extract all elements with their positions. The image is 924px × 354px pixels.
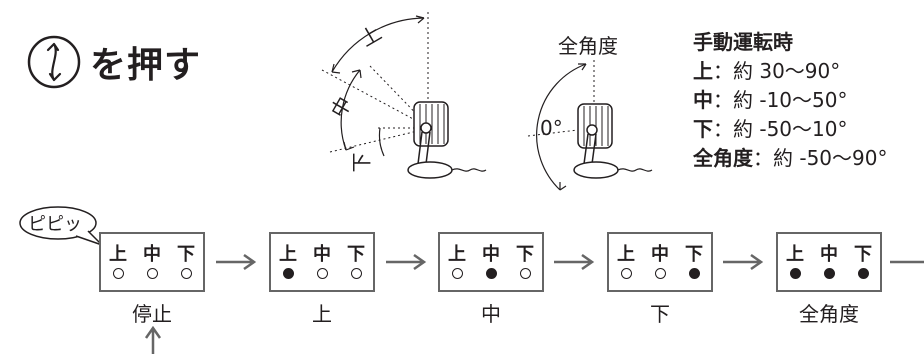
indicator-dot-down xyxy=(180,268,192,279)
right-arrow-icon xyxy=(386,253,427,271)
indicator-dot-down xyxy=(519,268,531,279)
indicator-dot-mid xyxy=(485,268,497,279)
right-arrow-icon xyxy=(216,253,257,271)
caption-full-angle: 全角度 xyxy=(799,302,859,326)
specs-heading: 手動運転時 xyxy=(693,30,793,54)
fan-full-angle-figure xyxy=(527,60,653,191)
indicator-dot-up xyxy=(451,268,463,279)
fan-angle-illustration xyxy=(321,12,653,191)
right-arrow-icon xyxy=(554,253,595,271)
indicator-label-up: 上 xyxy=(279,244,297,265)
speech-bubble-shape xyxy=(19,206,103,246)
right-arrow-continue-line xyxy=(890,260,924,264)
indicator-dot-mid xyxy=(823,268,835,279)
indicator-dot-mid xyxy=(316,268,328,279)
caption-stop: 停止 xyxy=(132,302,172,326)
mode-state-stop: 上 中 下 xyxy=(99,232,205,292)
indicator-label-down: 下 xyxy=(516,244,534,265)
tilt-label-down: 下 xyxy=(349,152,374,173)
indicator-dot-down xyxy=(350,268,362,279)
indicator-label-mid: 中 xyxy=(651,244,669,265)
bubble-text: ピピッ xyxy=(28,214,82,235)
fan-tilt-ranges-figure xyxy=(321,12,487,179)
indicator-labels: 上 中 下 xyxy=(440,240,542,266)
indicator-dots xyxy=(101,268,203,279)
indicator-label-down: 下 xyxy=(854,244,872,265)
mode-state-down: 上 中 下 xyxy=(607,232,713,292)
indicator-label-down: 下 xyxy=(177,244,195,265)
indicator-label-down: 下 xyxy=(685,244,703,265)
indicator-label-mid: 中 xyxy=(143,244,161,265)
indicator-dots xyxy=(778,268,880,279)
indicator-labels: 上 中 下 xyxy=(778,240,880,266)
indicator-dot-down xyxy=(688,268,700,279)
right-arrow-icon xyxy=(723,253,764,271)
manual-operation-specs: 手動運転時 上：約 30〜90° 中：約 -10〜50° 下：約 -50〜10°… xyxy=(693,28,887,173)
caption-mid: 中 xyxy=(481,302,501,326)
indicator-label-down: 下 xyxy=(347,244,365,265)
indicator-label-mid: 中 xyxy=(313,244,331,265)
spec-line: 下：約 -50〜10° xyxy=(693,117,848,141)
indicator-dot-mid xyxy=(654,268,666,279)
indicator-dot-mid xyxy=(146,268,158,279)
spec-line: 中：約 -10〜50° xyxy=(693,88,848,112)
indicator-dots xyxy=(271,268,373,279)
full-angle-label: 全角度 xyxy=(558,34,618,58)
up-arrow-icon xyxy=(144,326,162,354)
indicator-dot-up xyxy=(789,268,801,279)
up-down-arrow-circle-icon xyxy=(27,35,81,89)
title-group: を押す xyxy=(26,30,201,94)
caption-down: 下 xyxy=(650,302,670,326)
indicator-label-mid: 中 xyxy=(820,244,838,265)
mode-state-full-angle: 上 中 下 xyxy=(776,232,882,292)
indicator-dots xyxy=(440,268,542,279)
indicator-label-up: 上 xyxy=(786,244,804,265)
mode-state-up: 上 中 下 xyxy=(269,232,375,292)
indicator-labels: 上 中 下 xyxy=(609,240,711,266)
mode-state-mid: 上 中 下 xyxy=(438,232,544,292)
indicator-labels: 上 中 下 xyxy=(271,240,373,266)
indicator-dots xyxy=(609,268,711,279)
indicator-label-up: 上 xyxy=(617,244,635,265)
indicator-dot-up xyxy=(112,268,124,279)
indicator-dot-up xyxy=(620,268,632,279)
indicator-label-mid: 中 xyxy=(482,244,500,265)
indicator-label-up: 上 xyxy=(109,244,127,265)
title-text: を押す xyxy=(90,45,202,86)
indicator-labels: 上 中 下 xyxy=(101,240,203,266)
indicator-label-up: 上 xyxy=(448,244,466,265)
spec-line: 全角度：約 -50〜90° xyxy=(693,146,888,170)
caption-up: 上 xyxy=(312,302,332,326)
beep-speech-bubble: ピピッ xyxy=(18,205,104,255)
indicator-dot-up xyxy=(282,268,294,279)
spec-line: 上：約 30〜90° xyxy=(693,59,841,83)
zero-degree-label: 0° xyxy=(540,116,563,140)
indicator-dot-down xyxy=(857,268,869,279)
